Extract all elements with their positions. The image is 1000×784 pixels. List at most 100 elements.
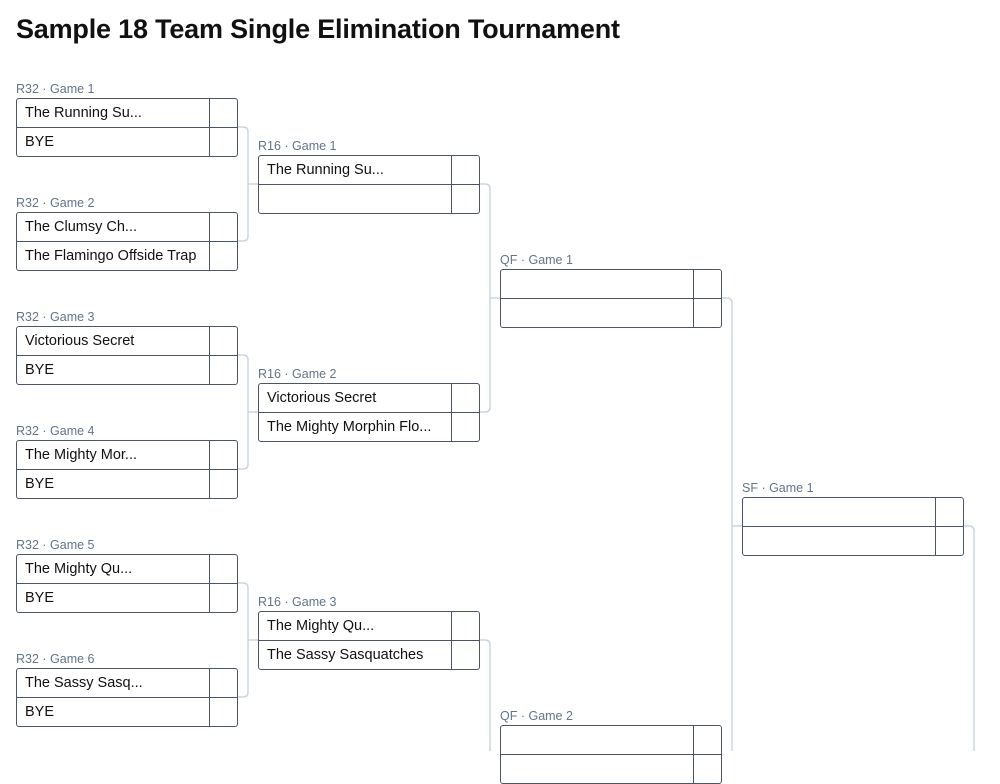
game-label: QF · Game 1: [500, 253, 573, 267]
game-qf-1: QF · Game 1: [500, 253, 722, 328]
game-r32-3: R32 · Game 3 Victorious Secret BYE: [16, 310, 238, 385]
team-name: [501, 755, 693, 783]
team-name: The Flamingo Offside Trap: [25, 248, 197, 264]
score-box[interactable]: [693, 299, 721, 327]
team-slot-bottom[interactable]: [501, 298, 721, 327]
team-name: The Clumsy Ch...: [25, 219, 137, 235]
team-name: The Running Su...: [25, 105, 142, 121]
team-name: Victorious Secret: [267, 390, 377, 406]
team-name: [501, 270, 693, 298]
team-slot-bottom[interactable]: BYE: [17, 583, 237, 612]
team-slot-bottom[interactable]: BYE: [17, 127, 237, 156]
match-card: The Running Su... BYE: [16, 98, 238, 157]
connector-r32-3-4: [237, 354, 258, 470]
team-name: [259, 185, 451, 213]
score-box[interactable]: [209, 356, 237, 384]
game-label: R16 · Game 2: [258, 367, 337, 381]
score-box[interactable]: [209, 327, 237, 355]
team-slot-top[interactable]: The Running Su...: [259, 156, 479, 184]
team-slot-bottom[interactable]: BYE: [17, 355, 237, 384]
team-name: The Mighty Morphin Flo...: [267, 419, 432, 435]
score-box[interactable]: [693, 726, 721, 754]
connector-r16-1-2: [479, 183, 500, 413]
team-name: The Mighty Qu...: [267, 618, 375, 634]
team-slot-bottom[interactable]: The Mighty Morphin Flo...: [259, 412, 479, 441]
score-box[interactable]: [209, 555, 237, 583]
team-slot-bottom[interactable]: [259, 184, 479, 213]
game-label: SF · Game 1: [742, 481, 814, 495]
team-name: [501, 299, 693, 327]
game-r32-6: R32 · Game 6 The Sassy Sasq... BYE: [16, 652, 238, 727]
team-name: BYE: [25, 476, 55, 492]
match-card: Victorious Secret BYE: [16, 326, 238, 385]
team-slot-top[interactable]: The Clumsy Ch...: [17, 213, 237, 241]
team-name: The Mighty Qu...: [25, 561, 133, 577]
team-slot-top[interactable]: The Sassy Sasq...: [17, 669, 237, 697]
team-slot-top[interactable]: The Mighty Qu...: [259, 612, 479, 640]
match-card: The Mighty Qu... BYE: [16, 554, 238, 613]
team-slot-top[interactable]: The Mighty Qu...: [17, 555, 237, 583]
team-name: [501, 726, 693, 754]
game-r16-2: R16 · Game 2 Victorious Secret The Might…: [258, 367, 480, 442]
connector-r16-3: [479, 639, 491, 751]
score-box[interactable]: [693, 755, 721, 783]
game-label: R32 · Game 1: [16, 82, 95, 96]
score-box[interactable]: [209, 242, 237, 270]
team-name: BYE: [25, 704, 55, 720]
score-box[interactable]: [209, 213, 237, 241]
match-card: The Sassy Sasq... BYE: [16, 668, 238, 727]
team-slot-top[interactable]: The Mighty Mor...: [17, 441, 237, 469]
score-box[interactable]: [451, 156, 479, 184]
team-slot-bottom[interactable]: [501, 754, 721, 783]
score-box[interactable]: [451, 185, 479, 213]
team-slot-bottom[interactable]: BYE: [17, 697, 237, 726]
team-name: [743, 498, 935, 526]
team-slot-top[interactable]: Victorious Secret: [17, 327, 237, 355]
game-qf-2: QF · Game 2: [500, 709, 722, 784]
team-slot-top[interactable]: [501, 270, 721, 298]
match-card: The Clumsy Ch... The Flamingo Offside Tr…: [16, 212, 238, 271]
match-card: Victorious Secret The Mighty Morphin Flo…: [258, 383, 480, 442]
score-box[interactable]: [693, 270, 721, 298]
team-slot-bottom[interactable]: The Sassy Sasquatches: [259, 640, 479, 669]
connector-r32-1-2: [237, 126, 258, 242]
connector-qf-1: [721, 297, 742, 751]
connector-r32-5-6: [237, 582, 258, 698]
score-box[interactable]: [209, 470, 237, 498]
match-card: The Mighty Mor... BYE: [16, 440, 238, 499]
game-label: R16 · Game 3: [258, 595, 337, 609]
game-sf-1: SF · Game 1: [742, 481, 964, 556]
team-slot-top[interactable]: [501, 726, 721, 754]
score-box[interactable]: [209, 128, 237, 156]
score-box[interactable]: [209, 698, 237, 726]
connector-sf-1: [963, 525, 975, 751]
score-box[interactable]: [451, 612, 479, 640]
team-slot-top[interactable]: [743, 498, 963, 526]
score-box[interactable]: [209, 669, 237, 697]
team-slot-top[interactable]: The Running Su...: [17, 99, 237, 127]
team-slot-bottom[interactable]: BYE: [17, 469, 237, 498]
match-card: The Running Su...: [258, 155, 480, 214]
team-slot-bottom[interactable]: [743, 526, 963, 555]
team-name: BYE: [25, 362, 55, 378]
score-box[interactable]: [209, 441, 237, 469]
match-card: The Mighty Qu... The Sassy Sasquatches: [258, 611, 480, 670]
score-box[interactable]: [935, 527, 963, 555]
score-box[interactable]: [451, 641, 479, 669]
team-slot-top[interactable]: Victorious Secret: [259, 384, 479, 412]
team-name: The Sassy Sasq...: [25, 675, 143, 691]
team-slot-bottom[interactable]: The Flamingo Offside Trap: [17, 241, 237, 270]
game-r32-4: R32 · Game 4 The Mighty Mor... BYE: [16, 424, 238, 499]
game-r16-3: R16 · Game 3 The Mighty Qu... The Sassy …: [258, 595, 480, 670]
score-box[interactable]: [209, 584, 237, 612]
game-r32-2: R32 · Game 2 The Clumsy Ch... The Flamin…: [16, 196, 238, 271]
score-box[interactable]: [451, 413, 479, 441]
team-name: Victorious Secret: [25, 333, 135, 349]
score-box[interactable]: [451, 384, 479, 412]
game-r32-1: R32 · Game 1 The Running Su... BYE: [16, 82, 238, 157]
match-card: [500, 269, 722, 328]
score-box[interactable]: [935, 498, 963, 526]
game-label: R32 · Game 2: [16, 196, 95, 210]
score-box[interactable]: [209, 99, 237, 127]
game-label: R32 · Game 5: [16, 538, 95, 552]
